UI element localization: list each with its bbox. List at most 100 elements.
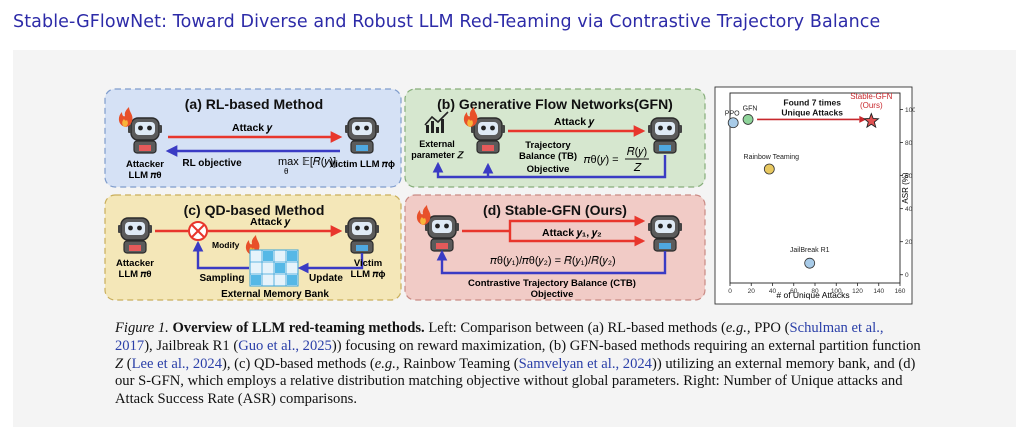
x-tick-label: 60 — [790, 288, 798, 295]
x-tick-label: 0 — [728, 288, 732, 295]
asr-chart: 0 20 40 60 80 100 120 140 160 0 20 40 60 80 100 # of … — [714, 86, 915, 305]
memory-grid-icon — [249, 249, 299, 287]
caption-line-5: Attack Success Rate (ASR) comparisons. — [115, 391, 357, 408]
x-tick-label: 40 — [769, 288, 777, 295]
page-title: Stable-GFlowNet: Toward Diverse and Robu… — [13, 12, 881, 32]
y-tick-label: 60 — [905, 173, 913, 180]
data-point-label: GFN — [743, 105, 758, 112]
caption-eg: e.g., — [374, 355, 400, 372]
citation-link[interactable]: Samvelyan et al., 2024 — [518, 355, 652, 372]
caption-text: ( — [123, 355, 132, 372]
data-point-star — [862, 112, 880, 129]
panel-d-formula: 𝜋θ(𝑦₁)/𝜋θ(𝑦₂) = 𝑅(𝑦₁)/𝑅(𝑦₂) — [490, 255, 615, 267]
panel-c-victim-l2: LLM 𝜋ϕ — [351, 269, 386, 280]
data-point — [763, 163, 775, 175]
data-point-label: Rainbow Teaming — [744, 154, 800, 161]
x-tick-label: 140 — [873, 288, 884, 295]
panel-b-formula-num: 𝑅(𝑦) — [627, 146, 647, 158]
x-tick-label: 100 — [831, 288, 842, 295]
chart-x-label: # of Unique Attacks — [776, 290, 849, 300]
x-tick-label: 120 — [852, 288, 863, 295]
x-tick-label: 20 — [748, 288, 756, 295]
x-axis-ticks: 0 20 40 60 80 100 120 140 160 — [728, 283, 906, 295]
panel-a-attack: Attack 𝑦 — [232, 122, 273, 134]
caption-text: Rainbow Teaming ( — [399, 355, 519, 372]
x-tick-label: 80 — [811, 288, 819, 295]
y-tick-label: 20 — [905, 239, 913, 246]
data-point-label: PPO — [725, 111, 740, 118]
annotation-text: Found 7 times — [783, 97, 841, 107]
panel-c-sampling: Sampling — [199, 273, 244, 284]
caption-text: )) focusing on reward maximization, (b) … — [331, 337, 921, 354]
panel-a-title: (a) RL-based Method — [185, 96, 323, 112]
panel-b-external-l2: parameter 𝑍 — [411, 150, 464, 160]
chart-line-icon — [424, 111, 449, 133]
x-tick-label: 160 — [895, 288, 906, 295]
annotation-arrow-head — [859, 115, 867, 123]
figure-diagram: (a) RL-based Method Attack 𝑦 RL objectiv… — [104, 86, 915, 305]
data-point — [804, 257, 816, 269]
panel-a-objective-label: RL objective — [182, 158, 242, 169]
panel-c-qd: (c) QD-based Method Attack 𝑦 Modify — [104, 194, 402, 301]
panel-c-attacker-l2: LLM 𝜋θ — [119, 269, 152, 280]
citation-link[interactable]: 2017 — [115, 337, 145, 354]
panel-b-gfn: (b) Generative Flow Networks(GFN) Extern… — [404, 88, 706, 188]
citation-link[interactable]: Schulman et al., — [789, 320, 884, 336]
panel-d-title: (d) Stable-GFN (Ours) — [483, 202, 627, 218]
data-point — [727, 117, 739, 129]
panel-c-bank: External Memory Bank — [221, 289, 329, 300]
panel-c-attacker-l1: Attacker — [116, 258, 154, 269]
caption-text: Left: Comparison between (a) RL-based me… — [424, 320, 726, 336]
caption-line-2: 2017), Jailbreak R1 (Guo et al., 2025)) … — [115, 337, 921, 356]
caption-text: PPO ( — [750, 320, 790, 336]
caption-eg: e.g., — [725, 320, 751, 336]
panel-c-modify: Modify — [212, 240, 240, 250]
panel-d-attack: Attack 𝑦₁, 𝑦₂ — [542, 227, 602, 239]
citation-link[interactable]: Guo et al., 2025 — [238, 337, 332, 354]
chart-y-label: ASR (%) — [901, 172, 910, 203]
caption-line-1: Figure 1. Overview of LLM red-teaming me… — [115, 320, 920, 338]
y-tick-label: 100 — [905, 107, 915, 114]
citation-link[interactable]: Lee et al., 2024 — [131, 355, 223, 372]
panel-b-title: (b) Generative Flow Networks(GFN) — [437, 96, 673, 112]
panel-b-formula-den: 𝑍 — [634, 162, 642, 174]
panel-d-objective: Objective — [531, 289, 574, 300]
caption-line-3: Z (Lee et al., 2024), (c) QD-based metho… — [115, 355, 916, 372]
panel-a-attacker-l1: Attacker — [126, 159, 164, 170]
caption-fig-label: Figure 1. — [115, 320, 169, 336]
annotation-text: Unique Attacks — [781, 107, 843, 117]
panel-b-tb-l2: Balance (TB) — [519, 151, 577, 162]
panel-a-rl: (a) RL-based Method Attack 𝑦 RL objectiv… — [104, 88, 402, 188]
panel-b-external-l1: External — [419, 139, 455, 149]
caption-line-4: our S-GFN, which employs a relative dist… — [115, 373, 903, 390]
panel-a-victim: Victim LLM 𝜋ϕ — [329, 159, 395, 170]
panel-d-ctb: Contrastive Trajectory Balance (CTB) — [468, 278, 636, 289]
panel-b-objective: Objective — [527, 164, 570, 175]
panel-b-formula-lhs: 𝜋θ(𝑦) = — [584, 154, 619, 166]
y-axis-ticks: 0 20 40 60 80 100 — [900, 107, 915, 279]
panel-c-victim-l1: Victim — [354, 258, 382, 269]
data-point — [742, 114, 754, 125]
caption-text: ), Jailbreak R1 ( — [144, 337, 239, 354]
panel-c-attack: Attack 𝑦 — [250, 216, 291, 228]
data-point-label: JailBreak R1 — [790, 247, 830, 254]
close-circle-icon — [188, 221, 208, 241]
data-point-label: (Ours) — [860, 101, 883, 110]
caption-text: )) utilizing an external memory bank, an… — [651, 355, 916, 372]
data-point-label: Stable-GFN — [850, 92, 892, 101]
panel-d-stable-gfn: (d) Stable-GFN (Ours) Attack 𝑦₁, 𝑦₂ 𝜋θ(𝑦… — [404, 194, 706, 301]
caption-text: ), (c) QD-based methods ( — [222, 355, 375, 372]
figure-caption: Figure 1. Overview of LLM red-teaming me… — [115, 320, 921, 409]
panel-a-objective-formula: max 𝔼[𝑅(𝑦)] — [278, 156, 336, 168]
y-tick-label: 40 — [905, 206, 913, 213]
panel-c-update: Update — [309, 273, 343, 284]
caption-bold: Overview of LLM red-teaming methods. — [172, 320, 425, 336]
panel-a-attacker-l2: LLM 𝜋θ — [129, 170, 162, 181]
y-tick-label: 80 — [905, 140, 913, 147]
panel-b-tb-l1: Trajectory — [525, 140, 571, 151]
y-tick-label: 0 — [905, 272, 909, 279]
panel-a-objective-sub: θ — [284, 167, 289, 176]
panel-c-title: (c) QD-based Method — [184, 202, 325, 218]
